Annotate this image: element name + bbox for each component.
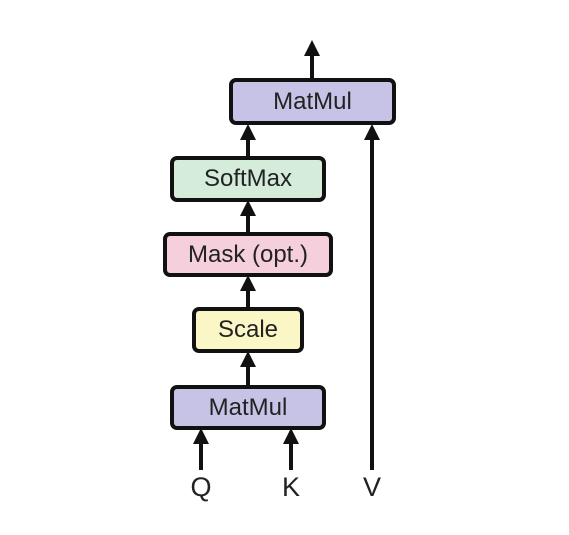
k-input-label: K: [281, 472, 300, 502]
softmax-block: SoftMax: [170, 156, 326, 202]
mask-block: Mask (opt.): [163, 232, 333, 277]
scale-label: Scale: [217, 316, 279, 343]
matmul-top-block: MatMul: [229, 78, 396, 125]
q-input-label: Q: [190, 472, 212, 502]
v-input-label: V: [362, 472, 381, 502]
matmul-bottom-block: MatMul: [170, 385, 326, 430]
matmul-bottom-label: MatMul: [208, 393, 288, 421]
scale-block: Scale: [192, 307, 304, 353]
softmax-label: SoftMax: [203, 165, 293, 192]
matmul-top-label: MatMul: [273, 87, 352, 115]
mask-label: Mask (opt.): [187, 240, 309, 268]
